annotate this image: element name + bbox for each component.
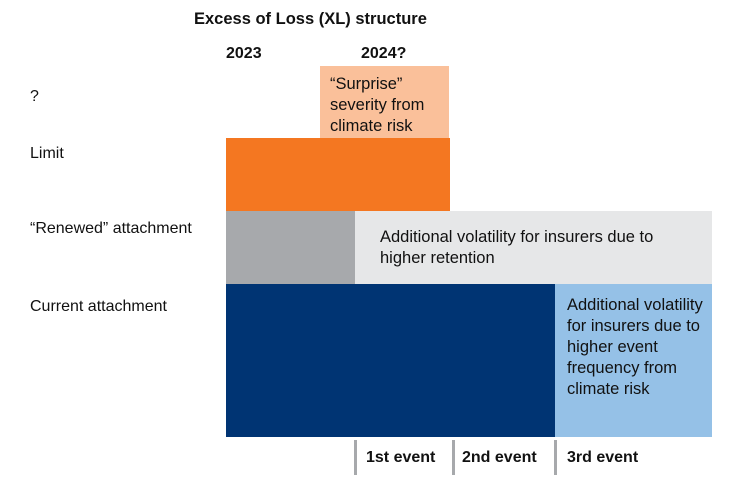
event-label-2: 2nd event — [462, 449, 537, 466]
frequency-volatility-text: Additional volatility for insurers due t… — [567, 296, 703, 398]
event-tick-2 — [452, 440, 455, 475]
current-attachment-block — [226, 284, 555, 437]
row-label-limit: Limit — [30, 145, 64, 162]
frequency-volatility-block: Additional volatility for insurers due t… — [555, 284, 712, 437]
limit-block — [226, 138, 450, 211]
event-label-1: 1st event — [366, 449, 436, 466]
renewed-attachment-block — [226, 211, 355, 284]
surprise-severity-block: “Surprise” severity from climate risk — [320, 66, 449, 138]
column-header-2023: 2023 — [226, 45, 262, 62]
event-tick-3 — [554, 440, 557, 475]
column-header-2024: 2024? — [361, 45, 407, 62]
retention-volatility-text: Additional volatility for insurers due t… — [380, 228, 654, 267]
surprise-severity-text: “Surprise” severity from climate risk — [330, 75, 425, 135]
row-label-current-attachment: Current attachment — [30, 298, 167, 315]
row-label-renewed-attachment: “Renewed” attachment — [30, 220, 192, 237]
retention-volatility-block: Additional volatility for insurers due t… — [355, 211, 712, 284]
diagram-title: Excess of Loss (XL) structure — [194, 10, 427, 28]
row-label-unknown: ? — [30, 88, 39, 105]
event-tick-1 — [354, 440, 357, 475]
event-label-3: 3rd event — [567, 449, 639, 466]
